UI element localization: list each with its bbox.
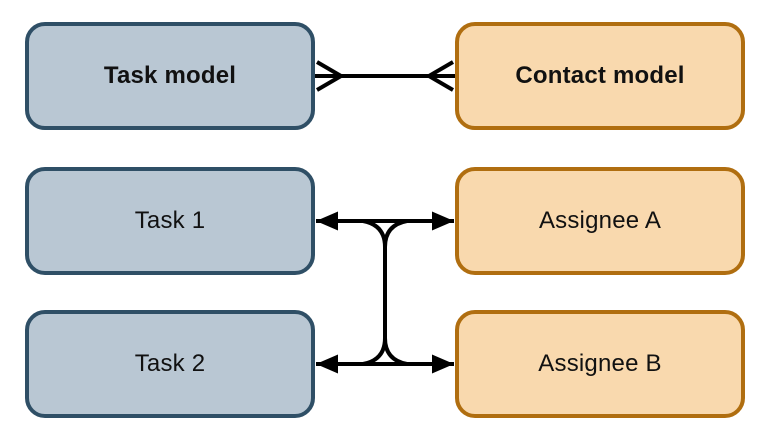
node-task-model-label: Task model (103, 62, 237, 89)
node-task-model: Task model (25, 22, 315, 130)
node-task-1-label: Task 1 (134, 207, 206, 234)
cross-link-junction (362, 219, 408, 366)
node-contact-model: Contact model (455, 22, 745, 130)
node-task-2: Task 2 (25, 310, 315, 418)
node-contact-model-label: Contact model (515, 62, 685, 89)
node-assignee-a: Assignee A (455, 167, 745, 275)
model-relation-connector (315, 60, 455, 92)
node-assignee-b: Assignee B (455, 310, 745, 418)
node-task-2-label: Task 2 (134, 350, 206, 377)
node-assignee-b-label: Assignee B (538, 350, 662, 377)
node-task-1: Task 1 (25, 167, 315, 275)
task2-assigneeB-connector (316, 354, 454, 374)
task1-assigneeA-connector (316, 211, 454, 231)
node-assignee-a-label: Assignee A (538, 207, 662, 234)
